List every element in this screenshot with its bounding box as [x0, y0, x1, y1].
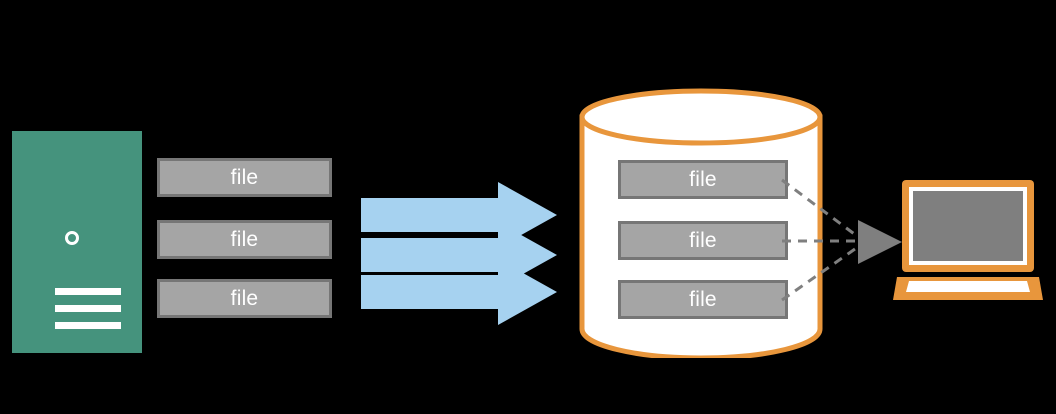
source-file-box[interactable]: file: [157, 158, 332, 197]
vent-line: [55, 305, 121, 312]
read-line-bottom: [781, 240, 866, 302]
laptop-keyboard: [906, 281, 1030, 292]
cylinder-top: [579, 88, 823, 146]
read-dashed-lines: [781, 178, 902, 302]
stored-file-box[interactable]: file: [618, 221, 788, 260]
laptop-screen: [913, 191, 1023, 261]
vent-line: [55, 288, 121, 295]
stored-file-box[interactable]: file: [618, 280, 788, 319]
server-tower[interactable]: [12, 131, 142, 353]
read-arrowhead-icon: [858, 220, 902, 264]
vent-line: [55, 322, 121, 329]
upload-arrow-3: [361, 259, 557, 325]
client-laptop[interactable]: [893, 178, 1043, 303]
upload-arrow-group-3: [361, 259, 557, 325]
power-button-icon: [65, 231, 79, 245]
vent-lines-icon: [55, 288, 121, 329]
source-file-box[interactable]: file: [157, 279, 332, 318]
read-line-top: [781, 178, 866, 244]
stored-file-box[interactable]: file: [618, 160, 788, 199]
source-file-box[interactable]: file: [157, 220, 332, 259]
